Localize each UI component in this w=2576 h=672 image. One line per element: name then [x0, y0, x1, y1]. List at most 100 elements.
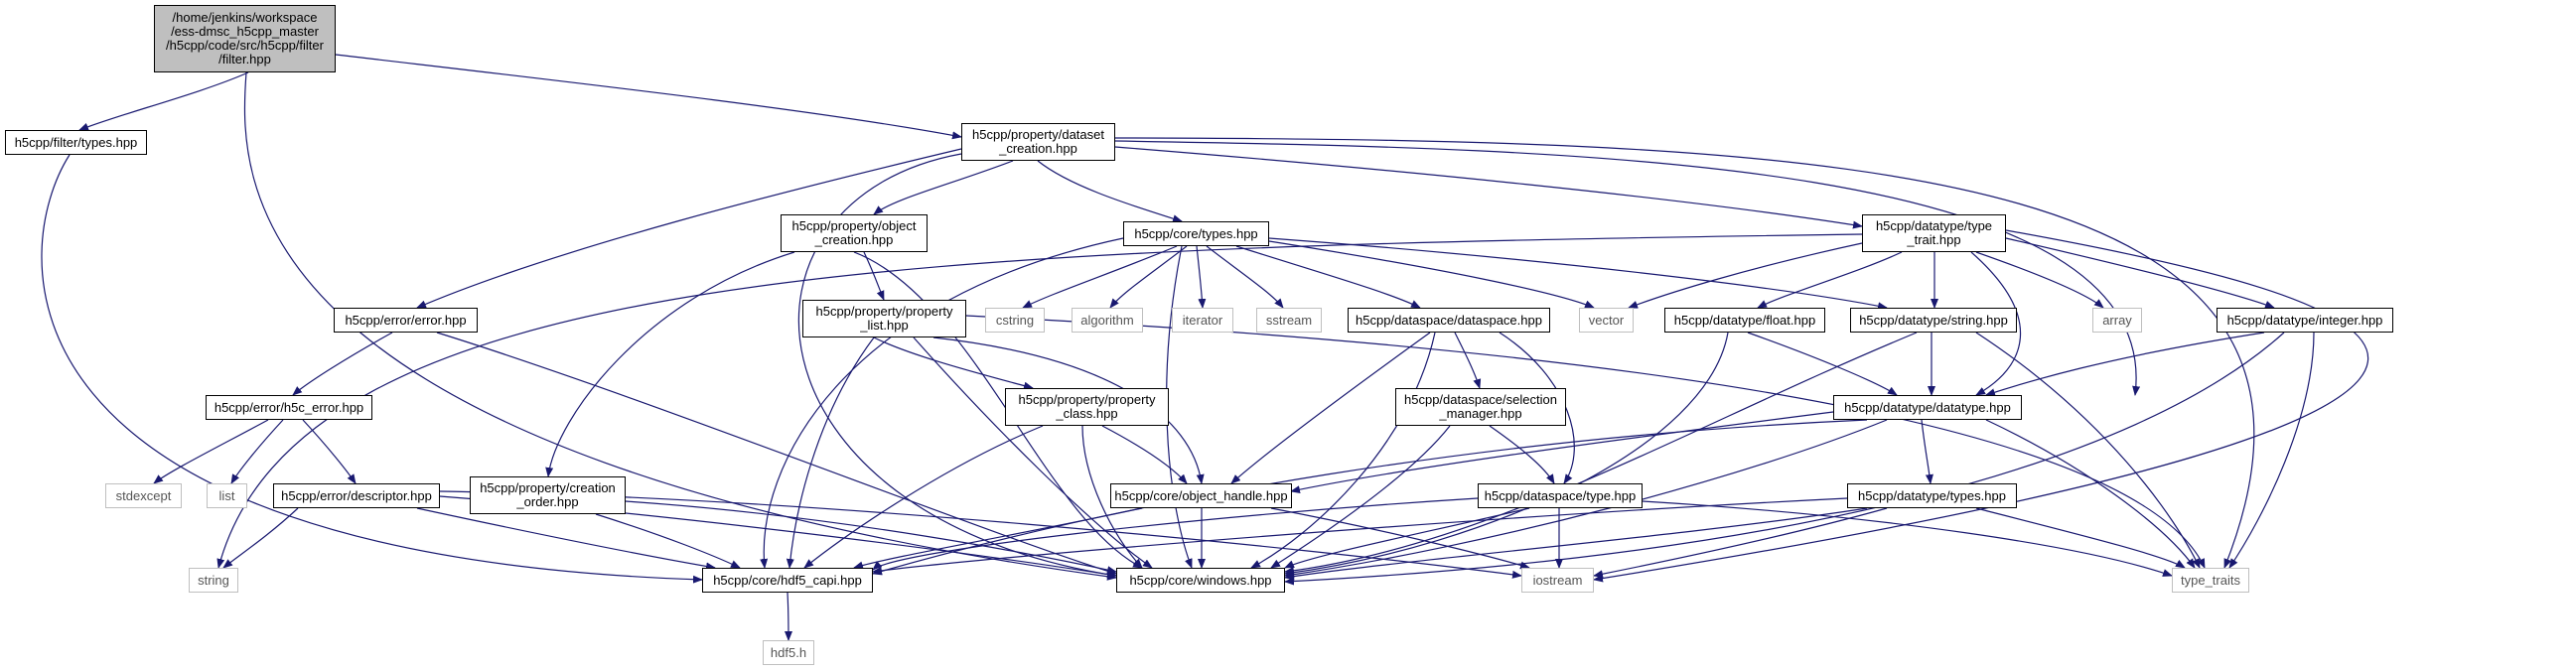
node-descriptor[interactable]: h5cpp/error/descriptor.hpp: [273, 483, 440, 508]
edge-object-creation-creation-order: [545, 251, 795, 477]
edge-core-types-string-hpp: [1268, 237, 1888, 311]
node-list: list: [207, 483, 247, 508]
node-array: array: [2092, 308, 2142, 333]
edge-root-filter-types: [78, 71, 249, 131]
edge-type-trait-datatype: [1970, 251, 2022, 396]
edge-datatype-types-windows: [1284, 507, 1868, 581]
node-object-handle[interactable]: h5cpp/core/object_handle.hpp: [1110, 483, 1292, 508]
node-type-trait[interactable]: h5cpp/datatype/type _trait.hpp: [1862, 214, 2006, 252]
edge-descriptor-hdf5-capi: [416, 507, 716, 571]
node-h5c-error[interactable]: h5cpp/error/h5c_error.hpp: [206, 395, 372, 420]
node-integer[interactable]: h5cpp/datatype/integer.hpp: [2217, 308, 2393, 333]
edge-dataset-creation-type-traits: [1114, 137, 2255, 569]
edge-h5c-error-descriptor: [302, 419, 357, 484]
edge-dataset-creation-core-types: [1037, 160, 1183, 223]
edge-dataspace-type-windows: [1284, 507, 1530, 569]
edge-float-windows: [1284, 332, 1729, 577]
node-stdexcept: stdexcept: [105, 483, 182, 508]
edge-object-creation-property-list: [863, 251, 885, 301]
node-type-traits: type_traits: [2172, 568, 2249, 593]
node-cstring: cstring: [985, 308, 1045, 333]
edge-datatype-hdf5-capi: [872, 419, 1868, 576]
node-iterator: iterator: [1172, 308, 1233, 333]
edge-property-class-windows: [1081, 425, 1143, 569]
node-datatype[interactable]: h5cpp/datatype/datatype.hpp: [1833, 395, 2022, 420]
node-root-filter-hpp: /home/jenkins/workspace /ess-dmsc_h5cpp_…: [154, 5, 336, 72]
node-object-creation[interactable]: h5cpp/property/object _creation.hpp: [781, 214, 928, 252]
node-windows[interactable]: h5cpp/core/windows.hpp: [1116, 568, 1285, 593]
edge-dataspace-windows: [1250, 332, 1436, 569]
node-property-class[interactable]: h5cpp/property/property _class.hpp: [1005, 388, 1169, 426]
node-string-hpp[interactable]: h5cpp/datatype/string.hpp: [1850, 308, 2017, 333]
edge-core-types-algorithm: [1109, 245, 1188, 309]
edge-object-handle-iostream: [1270, 507, 1530, 570]
edge-type-trait-integer: [2005, 237, 2275, 309]
edge-datatype-object-handle: [1290, 411, 1834, 494]
edge-dataspace-object-handle: [1230, 332, 1431, 484]
edge-integer-type-traits: [2228, 332, 2315, 569]
edge-core-types-dataspace: [1235, 245, 1421, 309]
node-iostream: iostream: [1521, 568, 1594, 593]
edge-property-list-hdf5-capi: [786, 336, 875, 569]
edge-datatype-datatype-types: [1921, 419, 1933, 484]
node-filter-types[interactable]: h5cpp/filter/types.hpp: [5, 130, 147, 155]
edge-property-list-type-traits: [965, 315, 2206, 569]
edge-dataspace-type-type-traits: [1642, 500, 2173, 577]
edge-string-hpp-type-traits: [1975, 332, 2201, 569]
node-error[interactable]: h5cpp/error/error.hpp: [334, 308, 478, 333]
edge-type-trait-vector: [1628, 242, 1863, 309]
edge-type-trait-array: [1975, 251, 2104, 309]
node-property-list[interactable]: h5cpp/property/property _list.hpp: [802, 300, 966, 337]
edge-descriptor-string: [222, 507, 299, 569]
edge-root-dataset-creation: [335, 54, 962, 140]
node-core-types[interactable]: h5cpp/core/types.hpp: [1123, 221, 1269, 246]
edge-hdf5-capi-hdf5-h: [784, 592, 792, 641]
node-selection-manager[interactable]: h5cpp/dataspace/selection _manager.hpp: [1395, 388, 1566, 426]
edge-error-h5c-error: [292, 332, 393, 396]
edge-datatype-types-iostream: [1593, 507, 1888, 579]
edge-core-types-vector: [1268, 240, 1595, 309]
node-sstream: sstream: [1256, 308, 1322, 333]
edge-datatype-types-type-traits: [1975, 507, 2186, 569]
edge-property-class-object-handle: [1101, 425, 1188, 484]
node-hdf5-capi[interactable]: h5cpp/core/hdf5_capi.hpp: [702, 568, 873, 593]
edge-float-datatype: [1747, 332, 1898, 396]
edge-datatype-types-hdf5-capi: [872, 497, 1848, 575]
edge-dataspace-type-hdf5-capi: [872, 497, 1479, 571]
node-vector: vector: [1579, 308, 1634, 333]
edge-core-types-iterator: [1196, 245, 1207, 309]
edge-h5c-error-list: [230, 419, 284, 484]
edge-creation-order-hdf5-capi: [595, 513, 741, 569]
node-string: string: [189, 568, 238, 593]
edge-h5c-error-stdexcept: [153, 419, 269, 484]
edge-creation-order-windows: [625, 500, 1117, 575]
edge-core-types-windows: [1166, 245, 1193, 569]
edge-integer-datatype: [1985, 332, 2265, 397]
edge-dataset-creation-datatype: [1114, 140, 2141, 396]
edge-dataset-creation-object-creation: [873, 160, 1014, 215]
node-dataspace-type[interactable]: h5cpp/dataspace/type.hpp: [1478, 483, 1643, 508]
node-datatype-types[interactable]: h5cpp/datatype/types.hpp: [1847, 483, 2017, 508]
edge-selection-manager-windows: [1270, 425, 1451, 569]
edge-selection-manager-dataspace-type: [1489, 425, 1555, 484]
edge-core-types-cstring: [1022, 245, 1178, 309]
edge-type-trait-float: [1757, 251, 1903, 309]
edge-datatype-type-traits: [1985, 419, 2196, 569]
node-algorithm: algorithm: [1072, 308, 1143, 333]
edge-type-trait-string: [216, 233, 1863, 569]
edge-core-types-hdf5-capi: [760, 237, 1124, 569]
edge-property-class-hdf5-capi: [803, 425, 1044, 569]
node-dataspace[interactable]: h5cpp/dataspace/dataspace.hpp: [1348, 308, 1550, 333]
node-float[interactable]: h5cpp/datatype/float.hpp: [1664, 308, 1825, 333]
node-dataset-creation[interactable]: h5cpp/property/dataset _creation.hpp: [961, 123, 1115, 161]
edge-string-hpp-windows: [1284, 332, 1918, 575]
edge-filter-types-hdf5-capi: [41, 154, 703, 584]
edge-error-windows: [436, 332, 1117, 576]
edge-property-list-property-class: [873, 336, 1034, 390]
edge-dataset-creation-error: [416, 148, 962, 309]
edge-dataset-creation-windows: [797, 153, 1117, 579]
edge-dataspace-selection-manager: [1454, 332, 1482, 389]
node-hdf5-h: hdf5.h: [763, 640, 814, 665]
node-creation-order[interactable]: h5cpp/property/creation _order.hpp: [470, 476, 626, 514]
